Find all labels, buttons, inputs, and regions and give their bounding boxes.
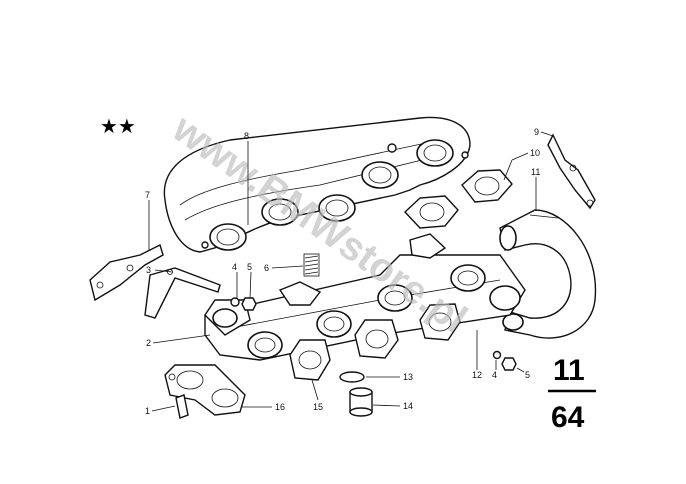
ring-sleeve (339, 371, 373, 417)
callout-5-right: 5 (525, 370, 530, 380)
page-ref-page: 64 (551, 401, 585, 434)
callout-16: 16 (275, 402, 285, 412)
callout-4-left: 4 (232, 262, 237, 272)
washer-nut-right (492, 350, 517, 371)
exhaust-pipe (499, 209, 597, 339)
intake-gasket-row (289, 303, 461, 381)
exhaust-gasket-pair (404, 169, 513, 229)
page-ref-group: 11 (553, 354, 585, 387)
callout-15: 15 (313, 402, 323, 412)
callout-6: 6 (264, 263, 269, 273)
callout-13: 13 (403, 372, 413, 382)
callout-7: 7 (145, 190, 150, 200)
exhaust-manifold (163, 116, 471, 253)
callout-4-right: 4 (492, 370, 497, 380)
callout-3: 3 (146, 265, 151, 275)
mounting-strap (144, 267, 221, 319)
callout-14: 14 (403, 401, 413, 411)
callout-12: 12 (472, 370, 482, 380)
page-reference: 11 64 (548, 354, 596, 434)
intake-manifold (204, 233, 526, 361)
spring (303, 253, 320, 277)
callout-10: 10 (530, 148, 540, 158)
support-bracket (547, 133, 596, 210)
callout-8: 8 (244, 131, 249, 141)
flange-gasket (164, 364, 246, 419)
washer-nut-left (230, 297, 257, 311)
callout-9: 9 (534, 127, 539, 137)
stars-mark: ★★ (100, 114, 136, 138)
callout-11: 11 (531, 167, 540, 177)
callout-5-left: 5 (247, 262, 252, 272)
callout-1: 1 (145, 406, 150, 416)
callout-labels: 1 2 3 4 5 6 7 8 9 10 11 12 4 5 13 14 (145, 127, 554, 416)
side-bracket (89, 244, 164, 302)
callout-2: 2 (146, 338, 151, 348)
